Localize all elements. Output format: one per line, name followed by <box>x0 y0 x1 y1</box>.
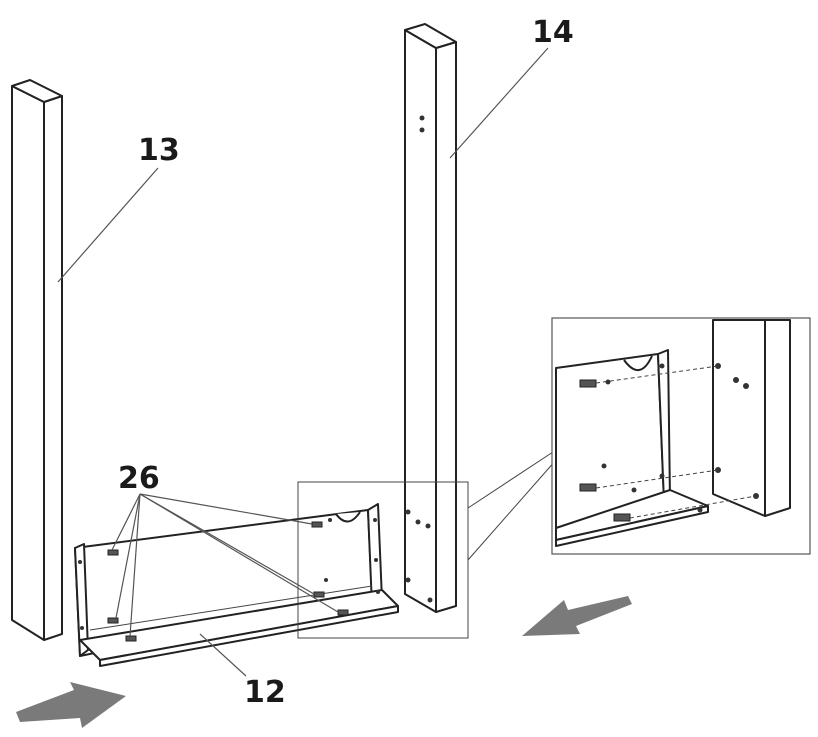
post-hole <box>419 127 425 133</box>
detail-connector <box>467 449 557 509</box>
screw <box>107 549 119 556</box>
right-post <box>404 23 457 613</box>
leaders-26 <box>111 493 339 637</box>
detail-connector <box>467 459 557 561</box>
left-post <box>11 79 63 641</box>
post-hole <box>419 115 425 121</box>
label-14: 14 <box>532 15 574 50</box>
panel-hole <box>324 578 328 582</box>
screw <box>311 521 323 528</box>
arrow-right <box>16 682 126 728</box>
leader-13 <box>57 167 159 283</box>
screw <box>107 617 119 624</box>
post-hole <box>427 597 433 603</box>
post-hole <box>405 577 411 583</box>
post-hole <box>415 519 421 525</box>
screw <box>125 635 137 642</box>
post-hole <box>425 523 431 529</box>
detail-inset <box>551 317 811 555</box>
label-26: 26 <box>118 461 160 496</box>
panel-hole <box>80 626 84 630</box>
panel-hole <box>376 590 380 594</box>
leader-14 <box>449 47 549 159</box>
post-hole <box>405 509 411 515</box>
screw <box>579 483 597 492</box>
panel-hole <box>78 560 82 564</box>
screw <box>313 591 325 598</box>
panel-hole <box>374 558 378 562</box>
panel-hole <box>328 518 332 522</box>
arrow-left <box>522 596 632 636</box>
leader-12 <box>199 633 247 677</box>
screw <box>613 513 631 522</box>
label-13: 13 <box>138 133 180 168</box>
screw <box>579 379 597 388</box>
label-12: 12 <box>244 675 286 710</box>
panel-hole <box>373 518 377 522</box>
screw <box>337 609 349 616</box>
